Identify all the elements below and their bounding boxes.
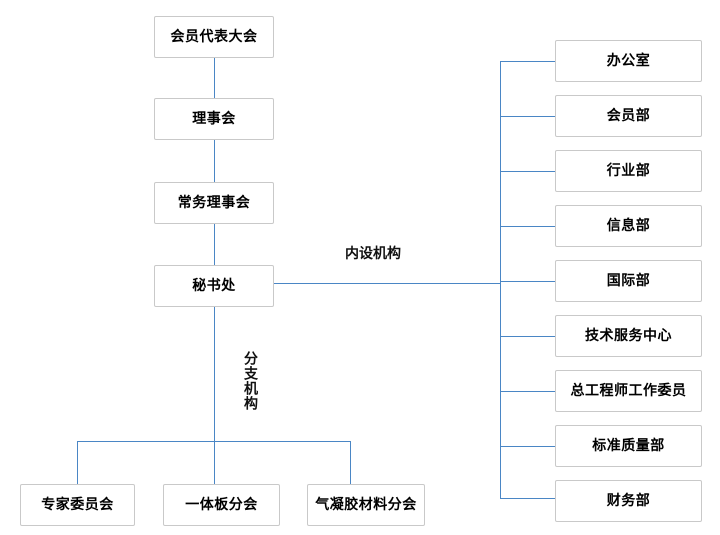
connector-congress-to-council (214, 58, 215, 98)
node-membership-dept[interactable]: 会员部 (555, 95, 702, 137)
connector-secretariat-to-branch-trunk (214, 307, 215, 441)
connector-branch-to-aerogel-material (350, 441, 351, 484)
node-member-congress[interactable]: 会员代表大会 (154, 16, 274, 58)
node-label: 办公室 (606, 53, 651, 69)
connector-branch-to-expert-committee (77, 441, 78, 484)
node-label: 秘书处 (192, 278, 236, 294)
connector-trunk-to-tech-service (500, 336, 555, 337)
node-label: 气凝胶材料分会 (315, 497, 417, 513)
node-label: 标准质量部 (592, 438, 665, 454)
node-standards-quality-dept[interactable]: 标准质量部 (555, 425, 702, 467)
node-integrated-board-branch[interactable]: 一体板分会 (163, 484, 280, 526)
internal-trunk-line (500, 61, 501, 498)
connector-trunk-to-office (500, 61, 555, 62)
connector-trunk-to-membership (500, 116, 555, 117)
node-office[interactable]: 办公室 (555, 40, 702, 82)
node-label: 会员部 (606, 108, 651, 124)
node-label: 常务理事会 (177, 195, 251, 211)
connector-secretariat-to-internal-trunk (274, 283, 501, 284)
node-international-dept[interactable]: 国际部 (555, 260, 702, 302)
node-label: 理事会 (192, 111, 236, 127)
connector-trunk-to-standards-quality (500, 446, 555, 447)
node-label: 专家委员会 (41, 497, 114, 513)
connector-trunk-to-information (500, 226, 555, 227)
node-expert-committee[interactable]: 专家委员会 (20, 484, 135, 526)
node-council[interactable]: 理事会 (154, 98, 274, 140)
node-label: 信息部 (606, 218, 651, 234)
node-industry-dept[interactable]: 行业部 (555, 150, 702, 192)
connector-trunk-to-chief-engineer (500, 391, 555, 392)
connector-trunk-to-international (500, 281, 555, 282)
node-secretariat[interactable]: 秘书处 (154, 265, 274, 307)
node-label: 总工程师工作委员 (570, 383, 687, 399)
connector-trunk-to-industry (500, 171, 555, 172)
node-label: 行业部 (606, 163, 651, 179)
node-tech-service-center[interactable]: 技术服务中心 (555, 315, 702, 357)
connector-branch-to-integrated-board (214, 441, 215, 484)
edge-label-internal-units: 内设机构 (345, 246, 401, 262)
node-label: 国际部 (606, 273, 651, 289)
node-finance-dept[interactable]: 财务部 (555, 480, 702, 522)
node-label: 一体板分会 (185, 497, 258, 513)
edge-label-branch-units: 分支机构 (242, 351, 258, 411)
connector-standing-council-to-secretariat (214, 224, 215, 265)
node-chief-engineer-committee[interactable]: 总工程师工作委员 (555, 370, 702, 412)
connector-trunk-to-finance (500, 498, 555, 499)
node-label: 技术服务中心 (585, 328, 672, 344)
connector-council-to-standing-council (214, 140, 215, 182)
node-aerogel-material-branch[interactable]: 气凝胶材料分会 (307, 484, 425, 526)
node-label: 财务部 (606, 493, 651, 509)
node-label: 会员代表大会 (170, 29, 258, 45)
node-standing-council[interactable]: 常务理事会 (154, 182, 274, 224)
node-information-dept[interactable]: 信息部 (555, 205, 702, 247)
